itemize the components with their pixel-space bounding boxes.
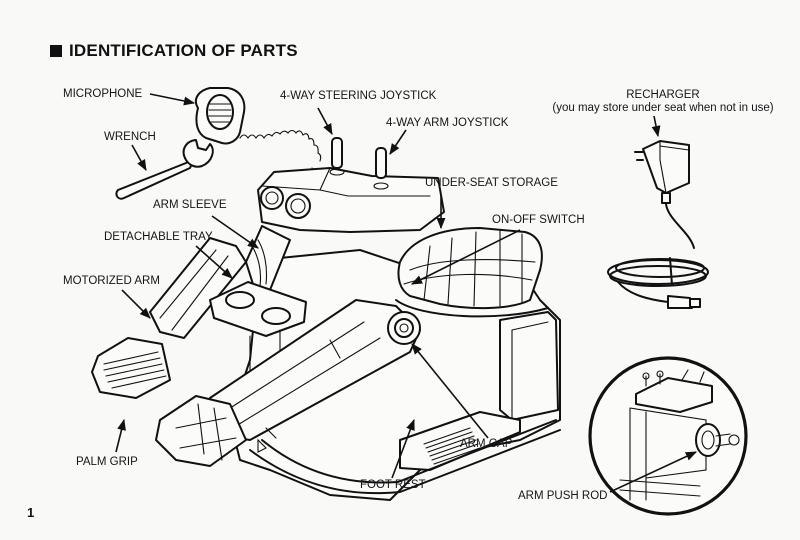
label-arm-push-rod: ARM PUSH ROD <box>518 490 608 502</box>
wrench-arrow-icon <box>131 144 147 171</box>
arm-sleeve-arrow-icon <box>211 215 259 249</box>
on-off-switch-arrow-icon <box>410 229 521 285</box>
foot-rest-arrow-icon <box>391 418 415 479</box>
detachable-tray-arrow-icon <box>195 245 233 279</box>
recharger-illustration <box>607 140 709 309</box>
arm-cap-arrow-icon <box>411 343 489 439</box>
section-title-text: IDENTIFICATION OF PARTS <box>69 41 298 60</box>
microphone-illustration <box>194 87 322 179</box>
label-steering-joystick: 4-WAY STEERING JOYSTICK <box>280 90 437 102</box>
label-arm-sleeve: ARM SLEEVE <box>153 199 227 211</box>
label-motorized-arm: MOTORIZED ARM <box>63 275 160 287</box>
label-recharger: RECHARGER (you may store under seat when… <box>545 89 781 115</box>
label-foot-rest: FOOT REST <box>360 479 426 491</box>
recharger-arrow-icon <box>651 115 661 138</box>
arm-push-rod-arrow-icon <box>609 451 698 493</box>
wrench-illustration <box>115 139 214 200</box>
label-under-seat-storage: UNDER-SEAT STORAGE <box>425 177 558 189</box>
label-recharger-title: RECHARGER <box>626 89 700 101</box>
label-on-off-switch: ON-OFF SWITCH <box>492 214 585 226</box>
label-palm-grip: PALM GRIP <box>76 456 138 468</box>
page-number: 1 <box>27 505 35 520</box>
label-wrench: WRENCH <box>104 131 156 143</box>
label-recharger-note: (you may store under seat when not in us… <box>552 102 774 114</box>
palm-grip-arrow-icon <box>115 418 126 453</box>
microphone-arrow-icon <box>149 93 196 106</box>
steering-joystick-arrow-icon <box>317 107 333 135</box>
section-title: IDENTIFICATION OF PARTS <box>50 41 298 61</box>
motorized-arm-arrow-icon <box>121 289 151 319</box>
label-arm-joystick: 4-WAY ARM JOYSTICK <box>386 117 509 129</box>
label-detachable-tray: DETACHABLE TRAY <box>104 231 213 243</box>
arm-joystick-arrow-icon <box>389 129 407 155</box>
callout-arrows <box>115 93 698 493</box>
black-square-bullet-icon <box>50 45 62 57</box>
robot-vehicle-illustration <box>91 137 561 501</box>
arm-push-rod-detail-inset <box>588 356 748 516</box>
label-microphone: MICROPHONE <box>63 88 143 100</box>
label-arm-cap: ARM CAP <box>460 438 513 450</box>
